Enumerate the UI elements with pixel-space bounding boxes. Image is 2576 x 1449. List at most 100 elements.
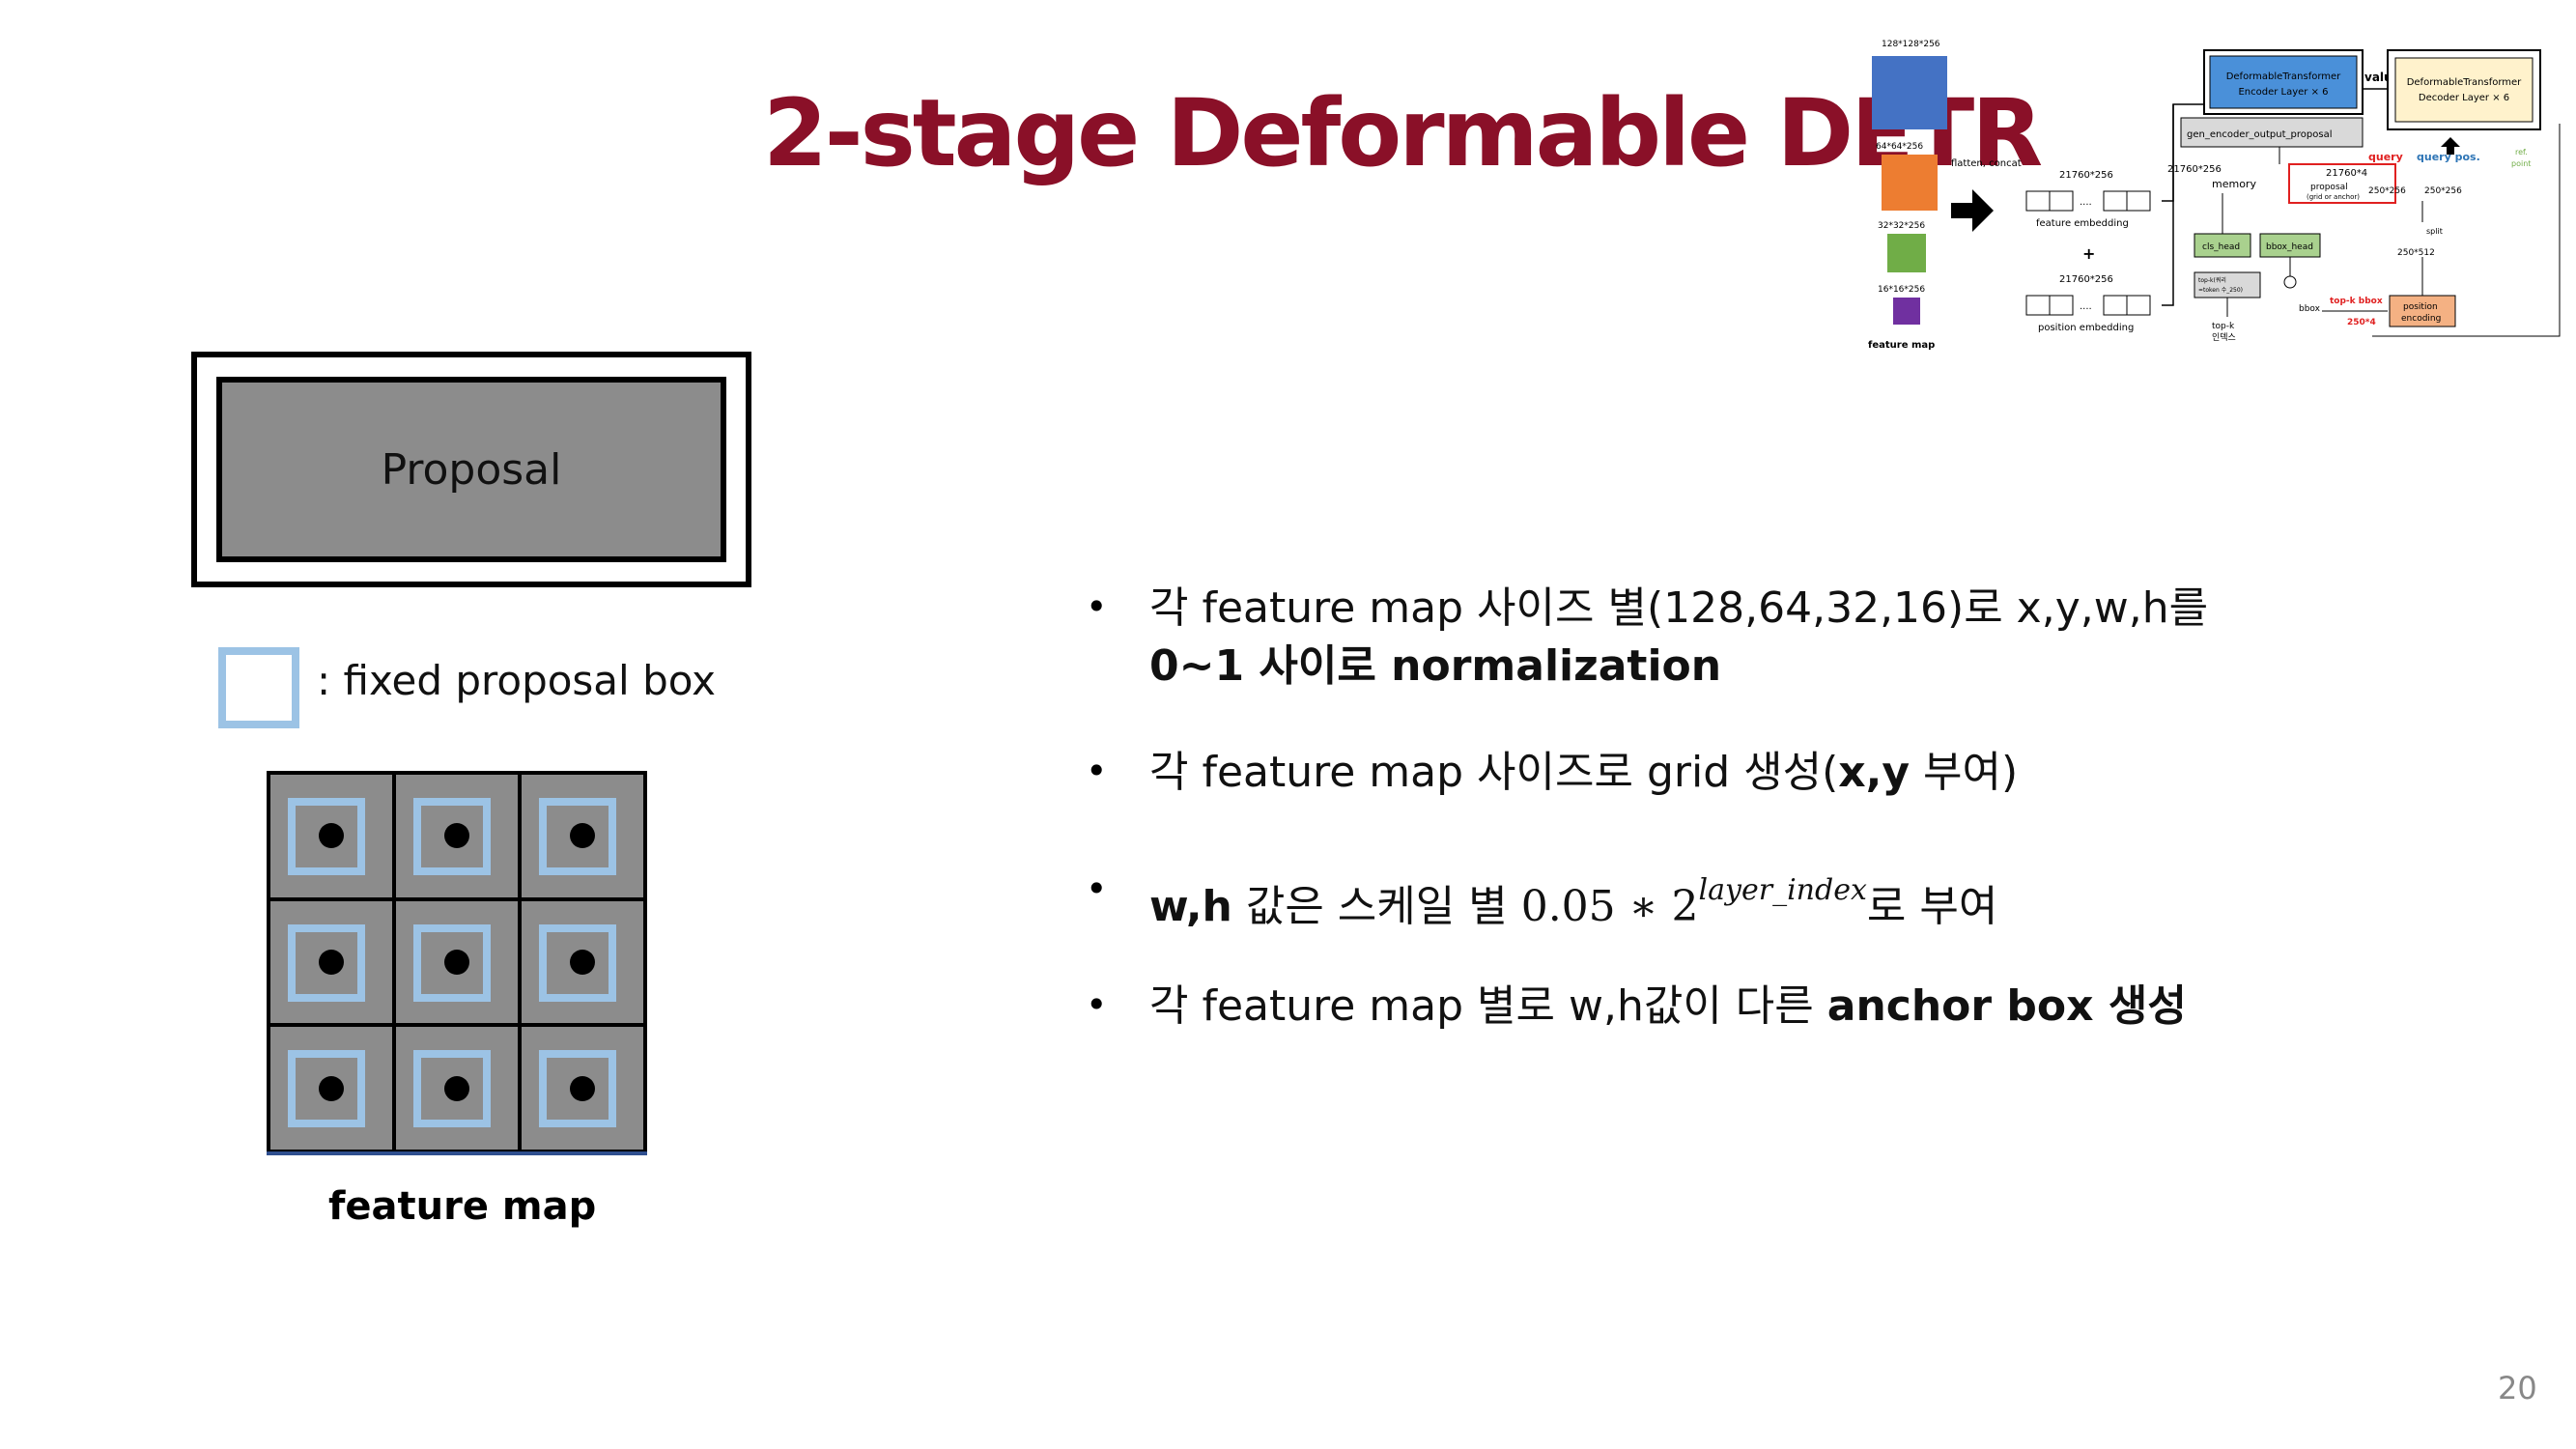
bullet-segment: layer_index: [1698, 873, 1867, 907]
proposal-box: Proposal: [216, 377, 726, 562]
bullet-line: 각 feature map 사이즈로 grid 생성(x,y 부여): [1149, 744, 2018, 802]
bbox-label: bbox: [2299, 304, 2321, 314]
ref-point-label-2: point: [2511, 159, 2531, 168]
grid-center-point: [570, 823, 595, 849]
grid-cell: [394, 898, 520, 1026]
bullet-segment: 로 부여: [1866, 882, 1998, 931]
bullet-marker: •: [1086, 750, 1108, 792]
grid-cell: [520, 1025, 645, 1151]
pos-enc-label-1: position: [2403, 302, 2438, 312]
encoder-block: [2209, 55, 2358, 109]
bullet-segment: 각 feature map 별로 w,h값이 다른: [1149, 981, 1827, 1031]
qp-dim: 250*256: [2424, 186, 2462, 196]
bullet-segment: 0~1 사이로 normalization: [1149, 641, 1722, 691]
cls-head-block: [2194, 233, 2251, 258]
flatten-arrow-icon: [1951, 189, 1994, 232]
architecture-diagram: 128*128*256 64*64*256 32*32*256 16*16*25…: [1868, 40, 2561, 351]
grid-cell: [394, 1025, 520, 1151]
mem-dim: 21760*256: [2167, 164, 2222, 175]
split-label: split: [2426, 227, 2443, 236]
bullet-segment: (128,64,32,16)로 x,y,w,h를: [1646, 583, 2209, 633]
encoder-label-2: Encoder Layer × 6: [2238, 87, 2328, 98]
scale-label-3: 32*32*256: [1878, 221, 1925, 231]
scale-label-1: 128*128*256: [1882, 40, 1940, 49]
grid-cell: [394, 773, 520, 899]
grid-center-point: [319, 823, 344, 849]
scale-box-32: [1887, 234, 1926, 272]
diagram-feature-map-label: feature map: [1868, 340, 1935, 351]
grid-center-point: [570, 1075, 595, 1101]
bullet-segment: w,h: [1149, 882, 1232, 931]
topk-box-label: top-k(쿼리: [2198, 276, 2226, 284]
query-label: query: [2368, 151, 2403, 163]
pos-emb-label: position embedding: [2038, 323, 2134, 333]
grid-center-point: [319, 1075, 344, 1101]
bullet-marker: •: [1086, 867, 1108, 910]
legend-text: : fixed proposal box: [317, 657, 716, 704]
scale-box-16: [1893, 298, 1920, 325]
grid-cell: [269, 773, 394, 899]
proposal-frame: Proposal: [191, 352, 751, 587]
legend-swatch: [218, 647, 299, 728]
feature-map-grid: [267, 771, 647, 1153]
cls-head-label: cls_head: [2202, 242, 2240, 252]
pos-enc-label-2: encoding: [2401, 314, 2441, 324]
bullet-line: 0~1 사이로 normalization: [1149, 638, 1721, 696]
feat-emb-label: feature embedding: [2036, 218, 2129, 229]
topk-box: [2194, 271, 2261, 298]
split-dim: 250*512: [2397, 248, 2435, 258]
grid-center-point: [444, 823, 469, 849]
topk-box-label-2: =token 수_250): [2198, 287, 2243, 294]
scale-label-4: 16*16*256: [1878, 285, 1925, 295]
bullet-marker: •: [1086, 983, 1108, 1026]
bullet-line: 각 feature map 사이즈 별(128,64,32,16)로 x,y,w…: [1149, 580, 2208, 638]
query-pos-label: query pos.: [2417, 151, 2480, 163]
anchor-box: [413, 1050, 491, 1128]
grid-cell: [269, 1025, 394, 1151]
bullet-segment: 0.05 ∗ 2: [1520, 882, 1699, 931]
proposal-label: proposal: [2310, 183, 2348, 192]
anchor-box: [288, 798, 365, 875]
bullet-marker: •: [1086, 585, 1108, 628]
grid-cell: [520, 773, 645, 899]
grid-center-point: [444, 1075, 469, 1101]
anchor-box: [413, 923, 491, 1002]
gen-proposal-block: [2180, 117, 2364, 148]
bullet-line: 각 feature map 별로 w,h값이 다른 anchor box 생성: [1149, 978, 2187, 1036]
topk-index-label-2: 인덱스: [2212, 332, 2236, 343]
grid-underline: [267, 1151, 647, 1155]
bullet-line: w,h 값은 스케일 별 0.05 ∗ 2layer_index로 부여: [1149, 862, 1997, 936]
anchor-box: [539, 1050, 616, 1128]
pos-dim: 21760*256: [2059, 274, 2113, 285]
anchor-box: [539, 923, 616, 1002]
bullet-segment: 부여): [1910, 748, 2019, 797]
bullet-segment: x,y: [1838, 748, 1911, 797]
pos-dots: ....: [2080, 301, 2092, 312]
bullet-segment: 각 feature map 사이즈 별: [1149, 583, 1647, 633]
feat-dots: ....: [2080, 197, 2092, 208]
add-icon: [2283, 275, 2297, 289]
memory-label: memory: [2212, 178, 2256, 190]
gen-proposal-label: gen_encoder_output_proposal: [2187, 129, 2332, 140]
feat-dim: 21760*256: [2059, 170, 2113, 181]
pos-enc-block: [2389, 295, 2456, 327]
encoder-label-1: DeformableTransformer: [2226, 71, 2341, 82]
flatten-label: flatten, concat: [1951, 158, 2022, 169]
bullet-segment: anchor box 생성: [1826, 981, 2187, 1031]
anchor-box: [288, 923, 365, 1002]
anchor-box: [413, 798, 491, 875]
grid-center-point: [444, 949, 469, 975]
slide-title: 2-stage Deformable DETR: [763, 79, 2043, 187]
up-arrow-icon: [2441, 137, 2460, 155]
topk-index-label: top-k: [2212, 322, 2235, 331]
ref-point-label-1: ref.: [2515, 148, 2528, 156]
grid-cell: [269, 898, 394, 1026]
anchor-box: [288, 1050, 365, 1128]
decoder-label-2: Decoder Layer × 6: [2419, 93, 2509, 103]
decoder-label-1: DeformableTransformer: [2407, 77, 2522, 88]
scale-box-128: [1872, 56, 1947, 129]
proposal-highlight: [2288, 163, 2396, 204]
grid-center-point: [319, 949, 344, 975]
decoder-block: [2394, 57, 2534, 123]
grid-center-point: [570, 949, 595, 975]
